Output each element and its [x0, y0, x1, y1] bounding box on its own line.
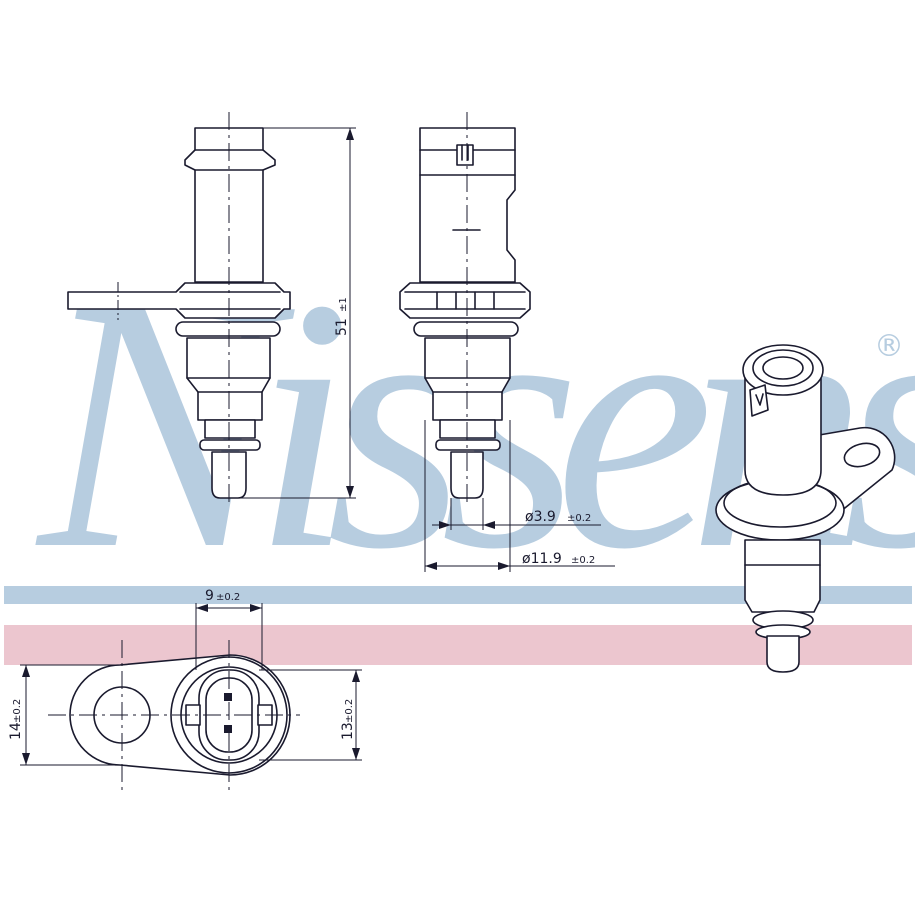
side-view: [67, 112, 356, 505]
top-view: [20, 603, 362, 790]
flange-height-tolerance: ±0.2: [12, 699, 23, 723]
connector-height-tolerance: ±0.2: [344, 699, 355, 723]
length-dimension-tolerance: ±1: [338, 297, 349, 312]
registered-mark: ®: [874, 329, 904, 364]
blue-band: [4, 586, 912, 604]
body-diameter-tolerance: ±0.2: [571, 555, 595, 566]
body-diameter-value: ø11.9: [522, 551, 562, 567]
connector-height-value: 13: [340, 722, 356, 740]
front-view: [399, 112, 615, 572]
connector-width-tolerance: ±0.2: [216, 592, 240, 603]
tip-diameter-value: ø3.9: [525, 509, 556, 525]
flange-height-value: 14: [8, 722, 24, 740]
length-dimension-value: 51: [334, 318, 350, 336]
isometric-view: [715, 344, 896, 673]
tip-diameter-tolerance: ±0.2: [567, 513, 591, 524]
connector-width-value: 9: [205, 588, 214, 604]
